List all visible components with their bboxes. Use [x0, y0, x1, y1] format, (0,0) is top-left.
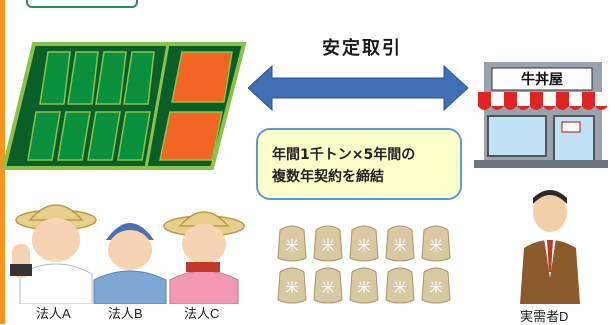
rice-sack-icon: 米 — [313, 225, 343, 262]
rice-sack-mark: 米 — [285, 281, 298, 296]
buyer-d-figure — [520, 190, 580, 304]
rice-sack-icon: 米 — [277, 225, 307, 262]
rice-sack-mark: 米 — [285, 239, 298, 254]
contract-line-2: 複数年契約を締結 — [272, 169, 384, 185]
farmer-c-figure — [163, 211, 245, 304]
farmer-a-figure — [10, 204, 97, 304]
farmer-c-label: 法人C — [184, 306, 220, 321]
farmer-b-label: 法人B — [108, 306, 143, 321]
rice-sack-mark: 米 — [357, 281, 370, 296]
shop-awning — [478, 92, 608, 110]
rice-sack-mark: 米 — [321, 281, 334, 296]
rice-sack-mark: 米 — [393, 281, 406, 296]
rice-sack-icon: 米 — [277, 267, 307, 304]
beef-bowl-shop-icon: 牛丼屋 — [474, 62, 608, 168]
farmers-illustration — [10, 204, 245, 304]
left-accent-bar — [0, 0, 5, 324]
rice-sack-icon: 米 — [385, 225, 415, 262]
rice-sack-icon: 米 — [421, 225, 451, 262]
farmer-b-figure — [93, 223, 167, 304]
buyer-d-label: 実需者D — [520, 309, 569, 324]
rice-sack-mark: 米 — [357, 239, 370, 254]
contract-callout: 年間1千トン×5年間の 複数年契約を締結 — [256, 128, 462, 200]
rice-sacks-illustration: 米米米米米米米米米米 — [277, 225, 451, 304]
top-partial-box — [26, 0, 138, 8]
rice-field-illustration — [1, 42, 247, 170]
rice-sack-mark: 米 — [393, 239, 406, 254]
double-arrow-icon — [248, 64, 468, 112]
paddy-plots — [27, 51, 155, 161]
rice-sack-icon: 米 — [421, 267, 451, 304]
stable-trade-title: 安定取引 — [322, 38, 402, 59]
rice-sack-icon: 米 — [349, 267, 379, 304]
contract-line-1: 年間1千トン×5年間の — [272, 147, 416, 163]
rice-sack-icon: 米 — [349, 225, 379, 262]
farmer-a-label: 法人A — [36, 306, 71, 321]
rice-sack-mark: 米 — [429, 281, 442, 296]
rice-sack-mark: 米 — [321, 239, 334, 254]
rice-sack-mark: 米 — [429, 239, 442, 254]
rice-sack-icon: 米 — [313, 267, 343, 304]
shop-sign-text: 牛丼屋 — [521, 71, 563, 88]
rice-sack-icon: 米 — [385, 267, 415, 304]
